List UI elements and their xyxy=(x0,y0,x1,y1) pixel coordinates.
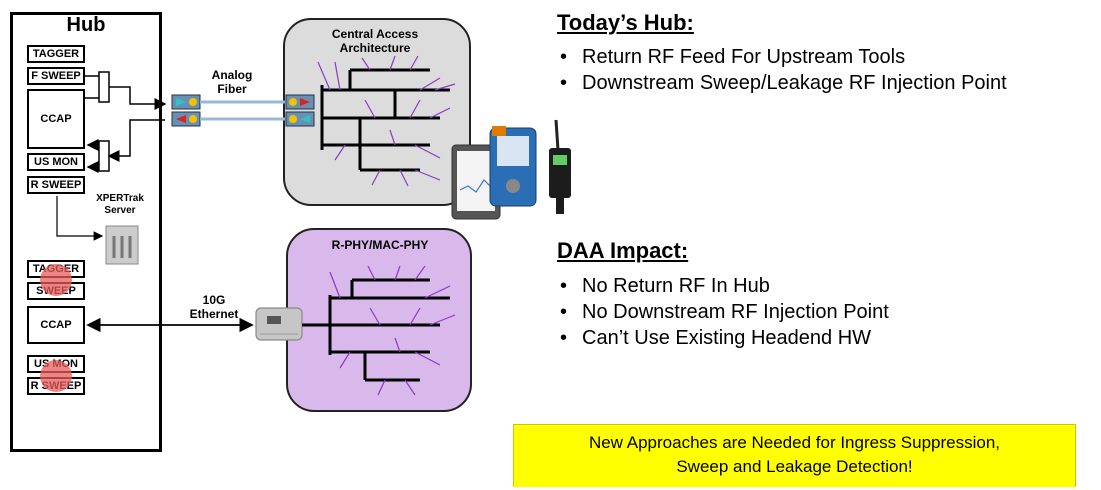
f-sweep-block: F SWEEP xyxy=(27,67,85,85)
rphy-network-tree xyxy=(302,278,450,382)
hub-frame xyxy=(10,12,162,452)
hub-title: Hub xyxy=(66,14,106,36)
combiner-icon xyxy=(85,71,167,110)
ethernet-label: 10G Ethernet xyxy=(189,293,239,321)
central-network-drops xyxy=(317,55,456,187)
tablet-icon xyxy=(451,144,501,220)
ccap-block: CCAP xyxy=(27,89,85,149)
server-icon xyxy=(105,225,139,265)
analog-fiber-label: Analog Fiber xyxy=(211,68,253,96)
us-mon-block: US MON xyxy=(27,153,85,171)
leakage-detector-icon xyxy=(549,119,571,214)
splitter-icon xyxy=(86,119,165,173)
r-sweep-block: R SWEEP xyxy=(27,176,85,194)
callout-line-2: Sweep and Leakage Detection! xyxy=(676,457,913,476)
central-network-tree xyxy=(320,68,450,172)
central-access-title: Central Access Architecture xyxy=(331,27,419,55)
node-transceiver-icon xyxy=(285,94,315,127)
daa-impact-bullet: Can’t Use Existing Headend HW xyxy=(560,325,889,351)
tagger-block: TAGGER xyxy=(27,45,85,63)
todays-hub-bullet: Return RF Feed For Upstream Tools xyxy=(560,44,1007,70)
ccap-block-daa: CCAP xyxy=(27,306,85,344)
daa-impact-heading: DAA Impact: xyxy=(557,238,689,263)
todays-hub-heading: Today’s Hub: xyxy=(557,10,694,35)
callout-line-1: New Approaches are Needed for Ingress Su… xyxy=(588,433,1001,452)
callout-box: New Approaches are Needed for Ingress Su… xyxy=(513,424,1076,487)
daa-impact-bullets: No Return RF In Hub No Downstream RF Inj… xyxy=(560,273,889,351)
analog-fiber-link xyxy=(200,100,286,121)
field-meter-icon xyxy=(489,126,537,207)
remote-phy-node-icon xyxy=(255,307,303,341)
todays-hub-bullet: Downstream Sweep/Leakage RF Injection Po… xyxy=(560,70,1007,96)
removed-marks xyxy=(40,264,72,392)
rphy-network-drops xyxy=(329,265,456,396)
daa-impact-bullet: No Return RF In Hub xyxy=(560,273,889,299)
server-label: XPERTrak Server xyxy=(96,193,144,216)
daa-impact-bullet: No Downstream RF Injection Point xyxy=(560,299,889,325)
rphy-title: R-PHY/MAC-PHY xyxy=(331,238,429,252)
optical-transceiver-icon xyxy=(171,94,201,127)
todays-hub-bullets: Return RF Feed For Upstream Tools Downst… xyxy=(560,44,1007,96)
